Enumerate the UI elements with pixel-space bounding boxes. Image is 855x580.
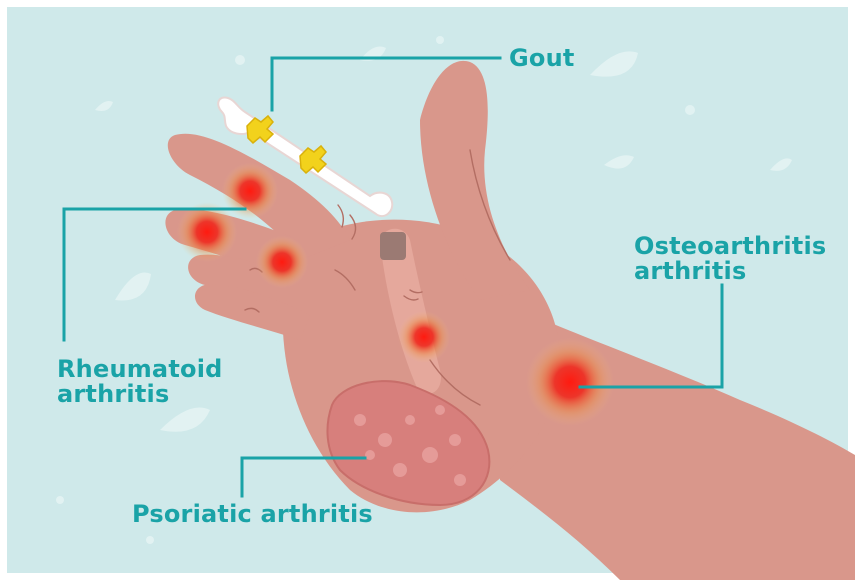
rheumatoid-label-line1: Rheumatoid xyxy=(57,357,223,382)
inflammation-spot xyxy=(526,338,614,426)
inflammation-spot xyxy=(222,163,278,219)
gout-label-text: Gout xyxy=(509,46,575,71)
psoriatic-arthritis-label: Psoriatic arthritis xyxy=(132,502,373,527)
psoriatic-label-text: Psoriatic arthritis xyxy=(132,502,373,527)
inflammation-spot xyxy=(256,236,308,288)
rheumatoid-arthritis-label: Rheumatoid arthritis xyxy=(57,357,223,407)
osteo-label-line1: Osteoarthritis xyxy=(634,234,826,259)
gout-label: Gout xyxy=(509,46,575,71)
rheumatoid-label-line2: arthritis xyxy=(57,382,223,407)
osteoarthritis-label: Osteoarthritis arthritis xyxy=(634,234,826,284)
osteo-label-line2: arthritis xyxy=(634,259,826,284)
inflammation-spot xyxy=(177,202,237,262)
inflammation-spot xyxy=(398,311,450,363)
fingernail xyxy=(380,232,406,260)
